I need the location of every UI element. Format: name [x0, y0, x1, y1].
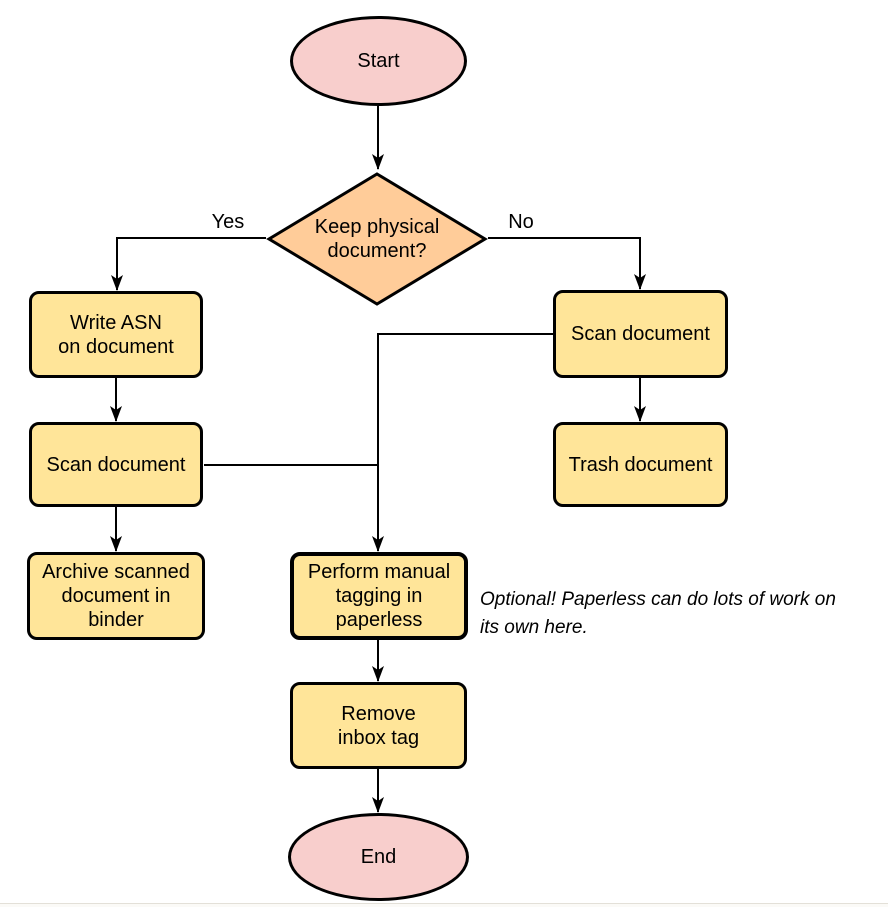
- node-trash-document: Trash document: [553, 422, 728, 507]
- node-scan-document-left: Scan document: [29, 422, 203, 507]
- node-label: Trash document: [569, 453, 713, 477]
- node-label-line: document in: [61, 585, 171, 607]
- node-start: Start: [290, 16, 467, 106]
- edge-decision-yes: [111, 237, 266, 291]
- node-end: End: [288, 813, 469, 901]
- node-label-line: End: [360, 846, 397, 868]
- edge-label-yes: Yes: [209, 211, 247, 233]
- node-label-line: Perform manual: [307, 561, 451, 583]
- node-label-line: tagging in: [335, 585, 423, 607]
- node-label-line: Archive scanned: [42, 561, 190, 583]
- page-edge-divider: [0, 903, 888, 904]
- node-label-line: document?: [327, 240, 427, 262]
- diamond-shape: [266, 172, 488, 306]
- node-label: Start: [357, 49, 399, 73]
- node-label-line: inbox tag: [337, 726, 420, 749]
- edge-decision-no: [488, 237, 646, 290]
- node-label: Scan document: [47, 453, 186, 477]
- annotation-note-line: Optional! Paperless can do lots of work …: [480, 589, 836, 610]
- node-label-line: Start: [357, 50, 400, 72]
- node-label-line: Write ASN: [70, 311, 162, 334]
- annotation-note: Optional! Paperless can do lots of work …: [480, 586, 836, 642]
- node-label-line: Keep physical: [314, 216, 440, 238]
- node-scan-document-right: Scan document: [553, 290, 728, 378]
- node-label-line: Scan document: [571, 323, 710, 345]
- node-label: Scan document: [571, 322, 710, 346]
- node-label: End: [361, 845, 397, 869]
- node-label-line: paperless: [335, 609, 423, 631]
- annotation-note-line: its own here.: [480, 617, 588, 638]
- node-label-line: Trash document: [568, 453, 713, 476]
- node-label-line: on document: [58, 335, 174, 358]
- page-edge-area: [0, 904, 888, 907]
- node-label-line: Scan document: [46, 453, 186, 476]
- edge-label-no: No: [506, 211, 536, 233]
- node-label-line: binder: [88, 609, 144, 631]
- edge-scanright-to-tagging: [372, 333, 553, 552]
- node-label-line: Remove: [341, 702, 416, 725]
